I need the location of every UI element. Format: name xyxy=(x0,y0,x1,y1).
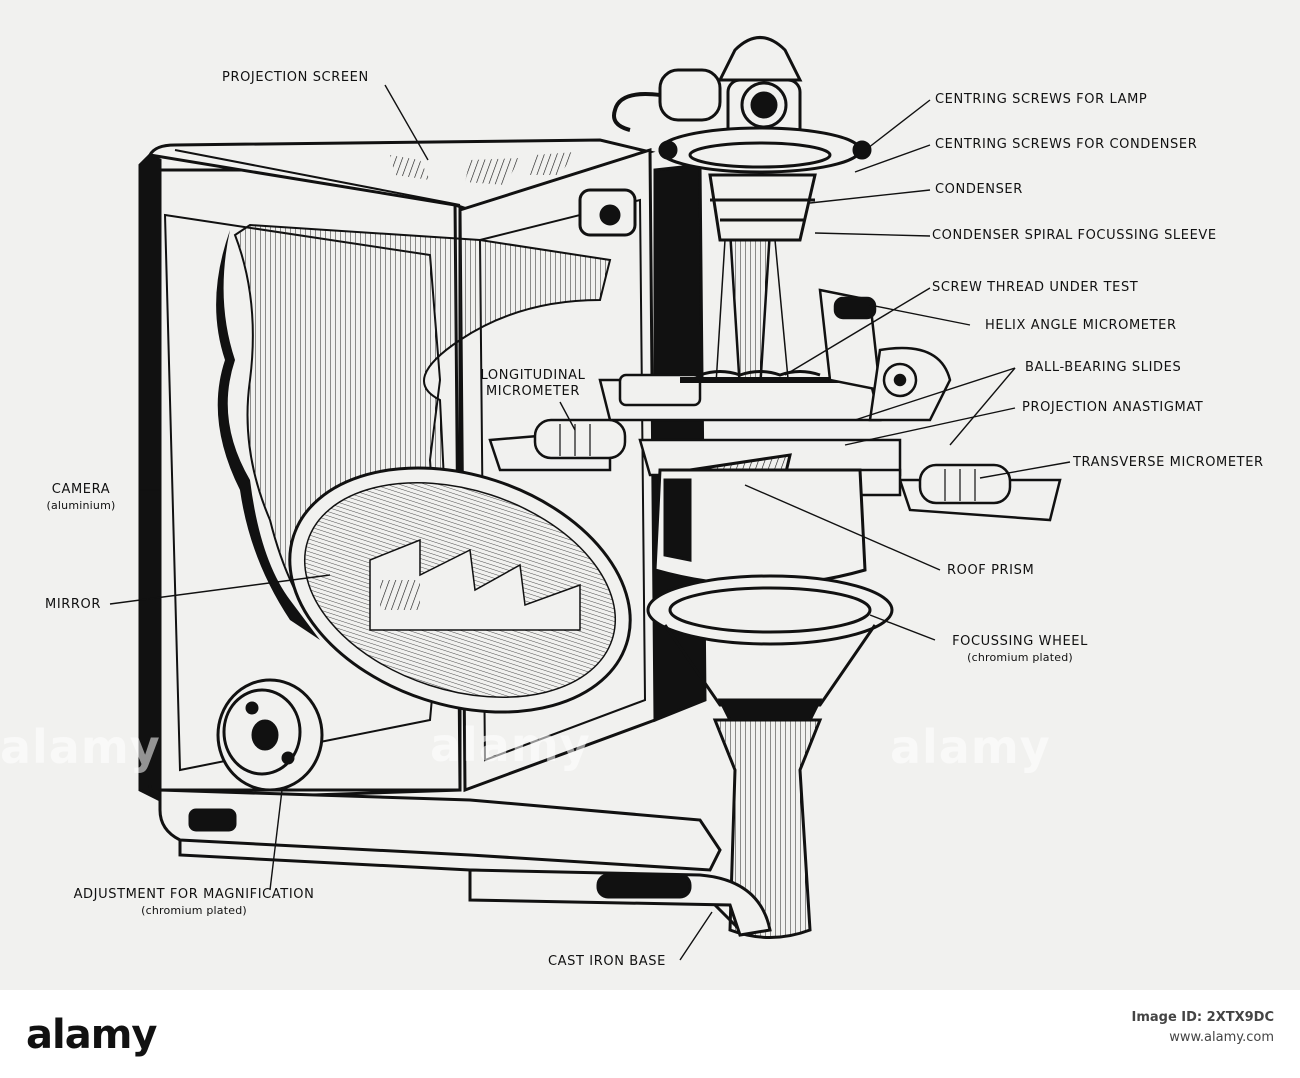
label-condenser-sleeve: CONDENSER SPIRAL FOCUSSING SLEEVE xyxy=(932,228,1217,243)
watermark-left: alamy xyxy=(0,720,161,774)
label-projection-screen: PROJECTION SCREEN xyxy=(222,70,369,85)
label-adjustment: ADJUSTMENT FOR MAGNIFICATION (chromium p… xyxy=(58,887,330,919)
label-ball-bearing-slides: BALL-BEARING SLIDES xyxy=(1025,360,1182,375)
label-camera-title: CAMERA xyxy=(51,482,111,497)
leader-transverse-micrometer xyxy=(979,461,1071,479)
leader-projection-anastigmat xyxy=(844,407,1016,446)
leader-condenser xyxy=(809,189,931,204)
leader-projection-screen xyxy=(384,84,429,161)
leader-focussing-wheel xyxy=(869,614,936,641)
watermark-right: alamy xyxy=(890,720,1051,774)
label-helix-micrometer: HELIX ANGLE MICROMETER xyxy=(985,318,1177,333)
pedestal xyxy=(158,718,823,939)
label-camera: CAMERA (aluminium) xyxy=(26,482,136,514)
label-centring-condenser: CENTRING SCREWS FOR CONDENSER xyxy=(935,137,1198,152)
comparator-illustration xyxy=(109,36,1071,961)
leader-lines xyxy=(109,84,1071,961)
leader-ball-bearing-b xyxy=(949,367,1016,446)
leader-centring-lamp xyxy=(867,99,931,149)
label-longitudinal-micrometer: LONGITUDINAL MICROMETER xyxy=(478,368,588,400)
leader-base xyxy=(679,911,713,961)
label-cast-iron-base: CAST IRON BASE xyxy=(548,954,666,969)
label-focussing-wheel-title: FOCUSSING WHEEL xyxy=(952,634,1088,649)
site-url: www.alamy.com xyxy=(1169,1030,1274,1045)
leader-longitudinal-micrometer xyxy=(559,401,576,431)
footer-logo: alamy xyxy=(26,1012,157,1058)
watermark-center: alamy xyxy=(430,718,591,772)
lamp-housing xyxy=(578,36,872,242)
label-roof-prism: ROOF PRISM xyxy=(947,563,1035,578)
leader-condenser-sleeve xyxy=(814,232,931,237)
label-longitudinal-line2: MICROMETER xyxy=(485,384,580,399)
label-mirror: MIRROR xyxy=(45,597,101,612)
leader-adjustment xyxy=(269,789,283,891)
leader-centring-condenser xyxy=(854,144,931,173)
label-screw-thread: SCREW THREAD UNDER TEST xyxy=(932,280,1139,295)
label-projection-anastigmat: PROJECTION ANASTIGMAT xyxy=(1022,400,1204,415)
diagram-canvas: alamy alamy alamy PROJECTION SCREEN CENT… xyxy=(0,0,1300,990)
label-camera-sub: (aluminium) xyxy=(46,499,116,512)
mirror xyxy=(288,466,632,714)
label-longitudinal-line1: LONGITUDINAL xyxy=(480,368,586,383)
leader-ball-bearing-a xyxy=(854,367,1016,421)
leader-mirror xyxy=(109,574,331,605)
prism-housing xyxy=(653,453,867,587)
focussing-wheel xyxy=(646,574,894,722)
footer-bar: alamy Image ID: 2XTX9DC www.alamy.com xyxy=(0,990,1300,1078)
label-condenser: CONDENSER xyxy=(935,182,1023,197)
leader-roof-prism xyxy=(744,484,941,571)
label-adjustment-title: ADJUSTMENT FOR MAGNIFICATION xyxy=(73,887,315,902)
label-focussing-wheel: FOCUSSING WHEEL (chromium plated) xyxy=(935,634,1105,666)
label-focussing-wheel-sub: (chromium plated) xyxy=(967,651,1073,664)
label-centring-lamp: CENTRING SCREWS FOR LAMP xyxy=(935,92,1148,107)
leader-screw-thread xyxy=(784,287,931,376)
footer-meta: Image ID: 2XTX9DC www.alamy.com xyxy=(1132,1008,1275,1048)
label-transverse-micrometer: TRANSVERSE MICROMETER xyxy=(1073,455,1264,470)
label-adjustment-sub: (chromium plated) xyxy=(141,904,247,917)
leader-helix-micrometer xyxy=(869,304,971,326)
image-id: Image ID: 2XTX9DC xyxy=(1131,1010,1275,1025)
magnification-knob xyxy=(216,678,324,792)
